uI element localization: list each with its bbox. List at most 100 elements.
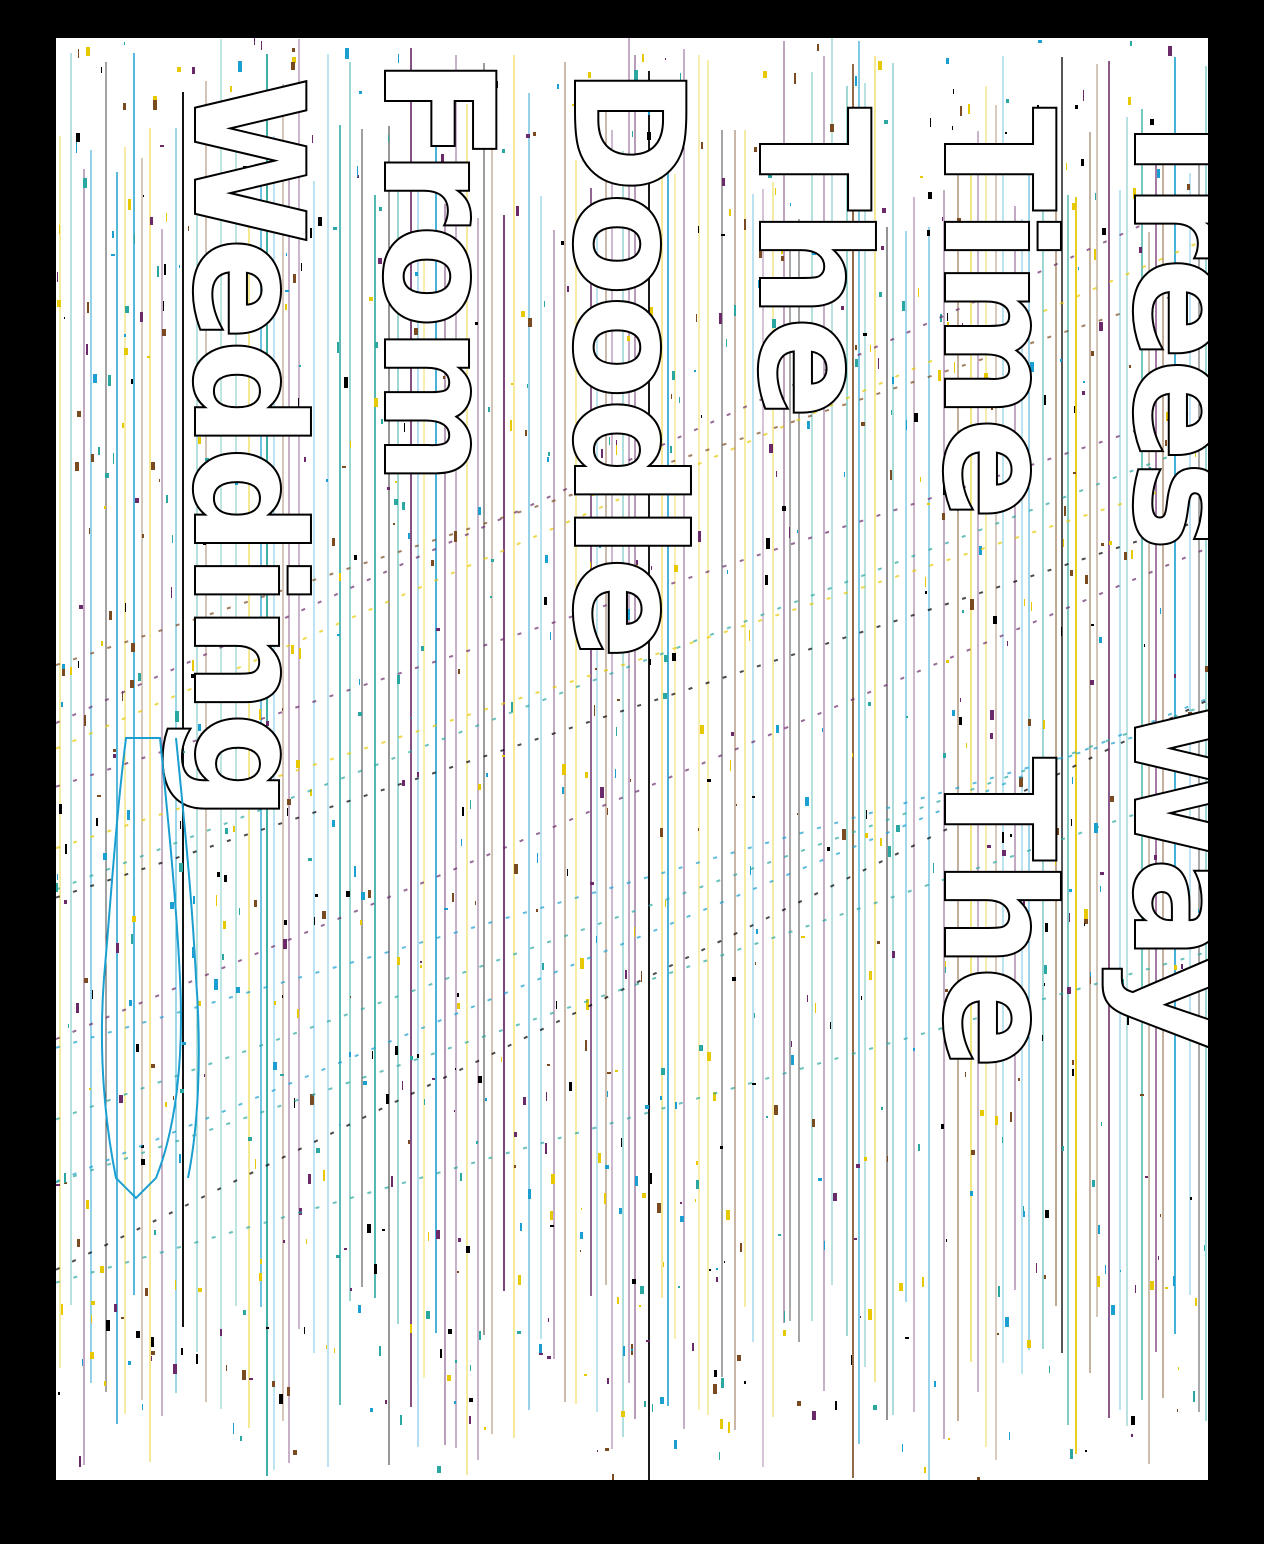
- noise-speck: [289, 155, 290, 165]
- noise-speck: [162, 329, 166, 336]
- noise-speck: [91, 1315, 92, 1323]
- noise-speck: [1085, 575, 1088, 584]
- noise-speck: [304, 457, 306, 462]
- glitch-typography-art: Wedding From Doodle The Time Trees The W…: [56, 38, 1208, 1480]
- noise-speck: [1002, 832, 1004, 843]
- noise-speck: [299, 648, 301, 659]
- noise-speck: [466, 1246, 470, 1253]
- noise-speck: [243, 1310, 246, 1315]
- noise-speck: [887, 1156, 888, 1162]
- noise-speck: [979, 546, 982, 555]
- noise-speck: [873, 1405, 877, 1410]
- noise-speck: [562, 787, 564, 794]
- noise-speck: [811, 281, 814, 285]
- noise-speck: [129, 1000, 132, 1006]
- noise-speck: [283, 939, 287, 949]
- noise-speck: [299, 365, 301, 367]
- letter-column-3: Doodle: [538, 66, 716, 661]
- column-6-text: Trees: [1100, 98, 1208, 551]
- noise-speck: [128, 1361, 131, 1365]
- noise-speck: [1198, 909, 1199, 913]
- noise-speck: [437, 313, 438, 319]
- noise-speck: [692, 1343, 694, 1351]
- noise-speck: [1145, 1176, 1148, 1178]
- noise-speck: [175, 711, 179, 722]
- noise-speck: [694, 370, 696, 372]
- noise-speck: [1043, 720, 1045, 729]
- noise-speck: [905, 1337, 909, 1339]
- noise-speck: [987, 845, 991, 848]
- noise-speck: [922, 1277, 924, 1287]
- noise-speck: [805, 797, 809, 806]
- noise-speck: [1083, 381, 1085, 383]
- noise-speck: [671, 394, 672, 399]
- noise-speck: [76, 133, 80, 142]
- noise-speck: [942, 513, 945, 520]
- noise-speck: [913, 1048, 915, 1051]
- noise-speck: [417, 772, 419, 777]
- letter-column-7: The: [908, 756, 1086, 1071]
- noise-speck: [1060, 359, 1062, 362]
- noise-speck: [196, 1354, 198, 1364]
- noise-speck: [282, 995, 283, 998]
- noise-speck: [812, 249, 816, 255]
- noise-speck: [877, 941, 880, 944]
- noise-speck: [830, 124, 834, 132]
- noise-speck: [772, 319, 776, 328]
- noise-speck: [784, 1311, 785, 1322]
- noise-speck: [1023, 1206, 1024, 1211]
- noise-speck: [890, 470, 892, 480]
- noise-speck: [226, 1365, 227, 1371]
- noise-speck: [1024, 599, 1025, 606]
- column-1-text: Wedding: [160, 78, 334, 820]
- noise-speck: [557, 84, 559, 89]
- noise-speck: [142, 1404, 143, 1410]
- noise-speck: [165, 1102, 167, 1107]
- column-3-text: Doodle: [540, 68, 714, 659]
- noise-speck: [478, 507, 481, 515]
- noise-speck: [660, 517, 661, 520]
- noise-speck: [447, 1375, 451, 1381]
- column-4-text: The: [725, 108, 899, 419]
- noise-speck: [411, 717, 412, 719]
- noise-speck: [960, 106, 962, 116]
- noise-speck: [520, 1223, 522, 1231]
- noise-speck: [949, 233, 951, 242]
- noise-speck: [216, 895, 217, 906]
- noise-speck: [608, 202, 609, 212]
- noise-speck: [484, 1427, 486, 1430]
- noise-speck: [1135, 429, 1138, 438]
- noise-speck: [272, 1381, 275, 1387]
- noise-speck: [953, 89, 954, 94]
- noise-speck: [298, 398, 299, 408]
- noise-speck: [678, 1286, 680, 1288]
- noise-speck: [191, 674, 194, 678]
- noise-speck: [92, 990, 93, 999]
- noise-speck: [1007, 641, 1008, 646]
- noise-speck: [1099, 637, 1102, 643]
- noise-speck: [1084, 923, 1085, 926]
- letter-column-8: Way: [1098, 696, 1208, 1055]
- noise-speck: [545, 1143, 547, 1154]
- noise-speck: [516, 206, 519, 216]
- noise-speck: [1061, 627, 1062, 636]
- noise-speck: [248, 1137, 252, 1141]
- noise-speck: [1127, 1014, 1129, 1025]
- glitch-streak: [56, 714, 1208, 1049]
- noise-speck: [597, 1450, 598, 1452]
- noise-speck: [151, 1351, 155, 1355]
- noise-speck: [567, 286, 569, 292]
- noise-speck: [740, 1243, 742, 1252]
- noise-speck: [177, 67, 181, 72]
- noise-speck: [625, 420, 627, 425]
- noise-speck: [238, 61, 242, 72]
- noise-speck: [250, 183, 251, 185]
- noise-speck: [62, 664, 65, 670]
- noise-speck: [86, 1200, 89, 1209]
- noise-speck: [1044, 983, 1045, 986]
- noise-speck: [707, 1052, 711, 1061]
- noise-speck: [323, 1170, 325, 1181]
- noise-speck: [65, 844, 67, 854]
- noise-speck: [1101, 1122, 1102, 1126]
- noise-speck: [1205, 666, 1208, 672]
